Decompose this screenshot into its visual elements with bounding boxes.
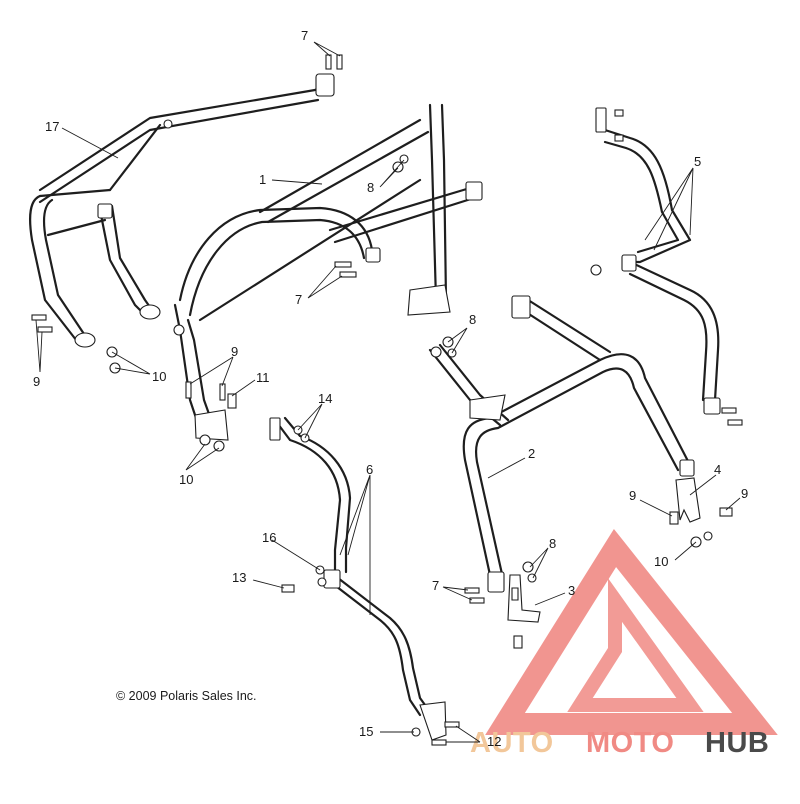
label-part-1: 1	[259, 172, 266, 187]
label-part-5: 5	[694, 154, 701, 169]
part-4-bracket	[675, 477, 701, 523]
part-2-center-hoop	[428, 295, 695, 593]
label-part-9-right-a: 9	[629, 488, 636, 503]
label-part-3: 3	[568, 583, 575, 598]
part-3-bracket	[507, 574, 541, 623]
part-5-door-bar-right	[590, 107, 721, 415]
label-part-9-left: 9	[33, 374, 40, 389]
part-6-door-bar-left	[269, 416, 447, 741]
label-part-9-center: 9	[231, 344, 238, 359]
copyright-notice: © 2009 Polaris Sales Inc.	[116, 689, 257, 703]
label-part-10-center: 10	[179, 472, 193, 487]
label-part-2: 2	[528, 446, 535, 461]
callout-labels: 7 17 1 8 7 5 8 9 10 9 11 10 14 6 2 4 9 9…	[33, 28, 748, 749]
logo-word-auto: AUTO	[470, 727, 554, 759]
label-part-4: 4	[714, 462, 721, 477]
label-part-6: 6	[366, 462, 373, 477]
logo-triangle-outer	[485, 528, 778, 735]
label-part-8-lower: 8	[549, 536, 556, 551]
label-part-7-top: 7	[301, 28, 308, 43]
label-part-16: 16	[262, 530, 276, 545]
label-part-8-top: 8	[367, 180, 374, 195]
label-part-10-right: 10	[654, 554, 668, 569]
label-part-15: 15	[359, 724, 373, 739]
part-17-rear-frame	[29, 73, 335, 348]
watermark-logo: AUTO MOTO HUB	[470, 528, 778, 759]
label-part-17: 17	[45, 119, 59, 134]
label-part-7-lower: 7	[432, 578, 439, 593]
label-part-10-left: 10	[152, 369, 166, 384]
label-part-13: 13	[232, 570, 246, 585]
label-part-14: 14	[318, 391, 332, 406]
label-part-8-middle: 8	[469, 312, 476, 327]
part-1-front-cage	[173, 103, 483, 441]
logo-word-moto: MOTO	[586, 727, 674, 759]
logo-word-hub: HUB	[705, 727, 769, 759]
logo-triangle-inner	[567, 578, 704, 712]
label-part-9-right-b: 9	[741, 486, 748, 501]
label-part-11: 11	[256, 370, 270, 385]
fasteners	[31, 54, 743, 746]
label-part-12: 12	[487, 734, 501, 749]
label-part-7-middle: 7	[295, 292, 302, 307]
leader-lines	[35, 41, 741, 743]
